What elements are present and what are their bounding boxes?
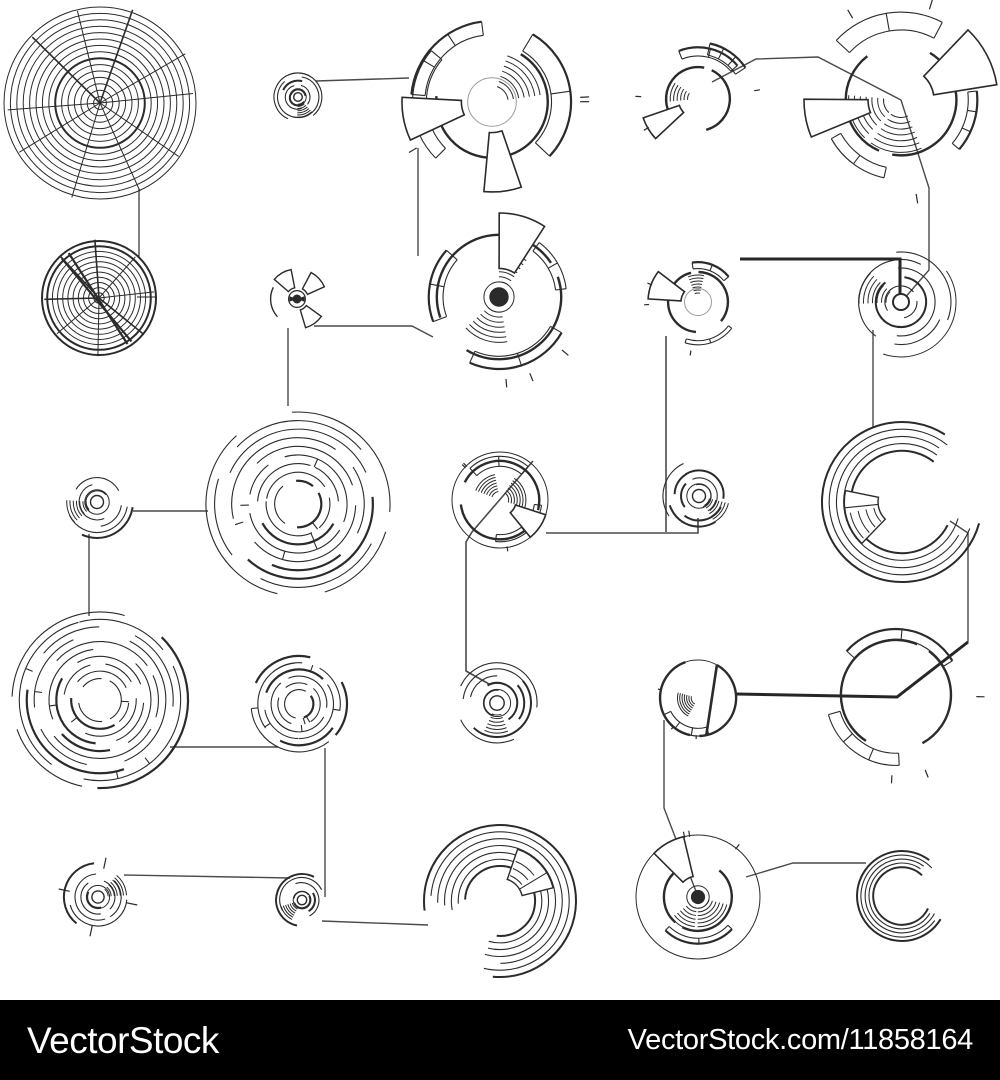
hud-node-target-mid-right [662,463,729,528]
hud-node-fan-bottom-mid [423,824,577,979]
hud-node-target-bottom-left [58,857,138,937]
watermark-bar: VectorStock VectorStock.com/11858164 [0,1000,1000,1080]
hud-node-hud-center [451,451,549,552]
hud-node-target-top [273,72,323,120]
hud-node-hud-top-right-large [803,0,998,204]
hud-node-target-center-low [460,662,538,744]
hud-node-cring-bottom-right [856,850,942,942]
hud-node-maze-mid [205,411,391,595]
hud-node-hud-right-small [644,261,733,356]
hud-node-target-mid-left [66,477,134,539]
hud-node-target-bottom-small [275,873,323,927]
hud-node-hud-v [657,659,738,740]
hud-node-web-small [41,239,157,357]
watermark-logo-text: VectorStock [27,1019,219,1061]
hud-node-propeller [269,268,326,329]
hud-node-hud-x [635,830,761,960]
hud-node-hud-top-right-small [635,42,761,140]
hud-node-hud-mid-dot [427,212,569,388]
hud-node-web-large [3,6,197,200]
hud-circles-diagram [3,0,998,979]
hud-node-hud-w [827,627,985,784]
connector-lines [88,56,969,926]
hud-node-maze-small [250,654,349,753]
hud-node-hud-top-mid [401,20,590,193]
watermark-url-text: VectorStock.com/11858164 [627,1023,974,1056]
hud-node-target-right [858,251,957,358]
hud-node-cring-right [820,421,981,584]
hud-node-maze-bottom-left [11,611,190,790]
